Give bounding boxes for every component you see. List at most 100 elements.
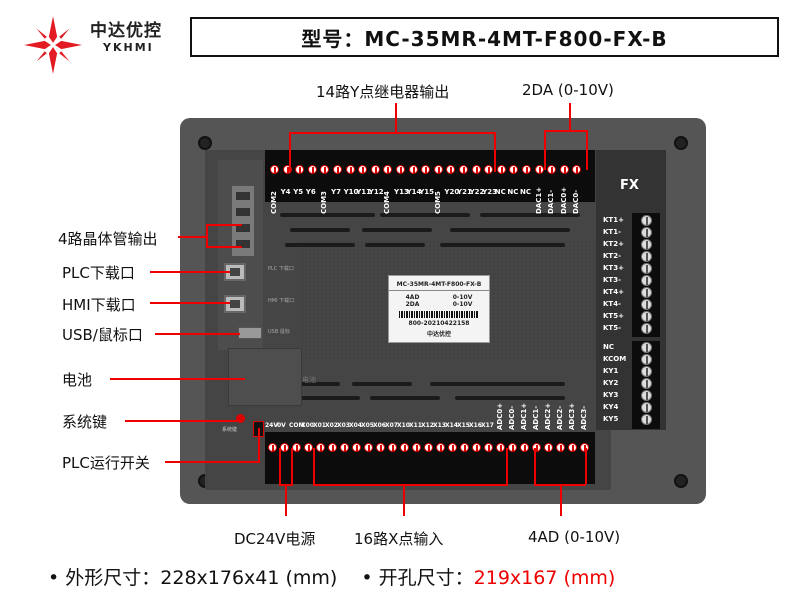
bottom-terminal-label: ADC0+ bbox=[496, 402, 504, 430]
top-terminal-label: Y6 bbox=[305, 188, 316, 196]
terminal-screw bbox=[408, 165, 418, 174]
card-spec-key: 4AD bbox=[405, 294, 420, 301]
callout-line bbox=[165, 461, 260, 463]
terminal-screw bbox=[370, 165, 380, 174]
outer-size-label: 外形尺寸： bbox=[65, 567, 161, 589]
right-terminal-label: NC bbox=[603, 343, 614, 351]
callout-line bbox=[125, 420, 240, 422]
right-terminal-label: KT1+ bbox=[603, 216, 624, 224]
vent-slot bbox=[480, 213, 580, 217]
top-terminal-label: Y14 bbox=[406, 188, 422, 196]
terminal-screw bbox=[641, 402, 652, 413]
terminal-screw bbox=[484, 165, 494, 174]
right-terminal-label: KT4+ bbox=[603, 288, 624, 296]
card-spec-value: 0-10V bbox=[452, 301, 473, 308]
usb-mouse-port[interactable] bbox=[238, 327, 262, 339]
top-terminal-label: DAC1+ bbox=[534, 186, 543, 214]
terminal-screw bbox=[328, 443, 337, 452]
top-terminal-label: COM5 bbox=[433, 191, 442, 214]
vent-slot bbox=[440, 243, 565, 247]
callout-line bbox=[569, 103, 571, 131]
terminal-screw bbox=[641, 299, 652, 310]
right-terminal-label: KT3- bbox=[603, 276, 621, 284]
top-terminal-label: Y12 bbox=[368, 188, 384, 196]
terminal-screw bbox=[641, 342, 652, 353]
right-terminal-label: KT4- bbox=[603, 300, 621, 308]
vent-slot bbox=[430, 382, 565, 386]
terminal-screw bbox=[641, 275, 652, 286]
system-key[interactable] bbox=[236, 414, 245, 423]
callout-line bbox=[395, 103, 397, 133]
top-terminal-label: Y15 bbox=[419, 188, 434, 196]
bottom-terminal-label: X07 bbox=[385, 422, 398, 429]
terminal-screw bbox=[268, 443, 277, 452]
top-terminal-label: Y11 bbox=[356, 188, 371, 196]
terminal-screw bbox=[641, 378, 652, 389]
vent-slot bbox=[450, 228, 570, 232]
terminal-screw bbox=[424, 443, 433, 452]
right-terminal-label: KT5- bbox=[603, 324, 621, 332]
callout-plc-port: PLC下载口 bbox=[62, 264, 135, 282]
terminal-screw bbox=[641, 239, 652, 250]
terminal-screw bbox=[358, 165, 368, 174]
card-maker: 中达优控 bbox=[426, 331, 451, 338]
callout-line bbox=[534, 448, 536, 484]
right-terminal-label: KT5+ bbox=[603, 312, 624, 320]
bottom-terminal-label: X17 bbox=[481, 422, 494, 429]
dimension-specs: • 外形尺寸：228x176x41 (mm) • 开孔尺寸：219x167 (m… bbox=[48, 563, 615, 590]
callout-battery: 电池 bbox=[62, 371, 93, 389]
vent-slot bbox=[280, 213, 375, 217]
top-terminal-label: DAC0+ bbox=[559, 186, 568, 214]
bottom-terminal-block bbox=[265, 432, 595, 484]
terminal-screw bbox=[280, 443, 289, 452]
bottom-terminal-label: X04 bbox=[349, 422, 362, 429]
vent-slot bbox=[280, 396, 360, 400]
callout-line bbox=[289, 132, 495, 134]
top-terminal-label: COM4 bbox=[383, 191, 392, 214]
callout-line bbox=[279, 448, 281, 484]
terminal-screw bbox=[641, 227, 652, 238]
vent-slot bbox=[290, 228, 350, 232]
callout-line bbox=[155, 333, 240, 335]
callout-line bbox=[585, 448, 587, 484]
terminal-screw bbox=[364, 443, 373, 452]
top-terminal-label: Y21 bbox=[457, 188, 472, 196]
terminal-screw bbox=[388, 443, 397, 452]
cutout-size-value: 219x167 (mm) bbox=[473, 567, 616, 589]
terminal-screw bbox=[641, 215, 652, 226]
terminal-screw bbox=[496, 165, 506, 174]
vent-slot bbox=[380, 213, 470, 217]
terminal-screw bbox=[396, 165, 405, 174]
bottom-terminal-label: X11 bbox=[409, 422, 422, 429]
callout-line bbox=[279, 484, 293, 486]
hmi-download-port[interactable] bbox=[224, 295, 246, 313]
callout-line bbox=[150, 271, 230, 273]
terminal-screw bbox=[304, 443, 313, 452]
top-terminal-label: NC bbox=[520, 188, 531, 196]
card-spec-value: 0-10V bbox=[452, 294, 473, 301]
screw-icon bbox=[198, 136, 212, 150]
right-terminal-label: KY3 bbox=[603, 391, 619, 399]
callout-hmi-port: HMI下载口 bbox=[62, 296, 136, 314]
callout-line bbox=[206, 224, 208, 248]
battery-cover[interactable] bbox=[228, 348, 302, 406]
callout-line bbox=[291, 448, 293, 486]
terminal-screw bbox=[532, 443, 541, 452]
terminal-screw bbox=[436, 443, 445, 452]
callout-transistor-output: 4路晶体管输出 bbox=[58, 230, 158, 248]
callout-line bbox=[494, 132, 496, 172]
terminal-screw bbox=[459, 165, 468, 174]
outer-size-value: 228x176x41 (mm) bbox=[160, 567, 338, 589]
terminal-screw bbox=[320, 165, 330, 174]
screw-icon bbox=[674, 474, 688, 488]
callout-line bbox=[150, 302, 230, 304]
terminal-screw bbox=[641, 263, 652, 274]
callout-line bbox=[285, 486, 287, 516]
terminal-screw bbox=[307, 165, 317, 174]
hmi-port-small-label: HMI 下载口 bbox=[268, 298, 295, 304]
top-terminal-label: Y10 bbox=[343, 188, 359, 196]
top-terminal-label: COM2 bbox=[270, 191, 278, 214]
callout-line bbox=[506, 448, 508, 484]
callout-power: DC24V电源 bbox=[234, 530, 316, 548]
terminal-screw bbox=[641, 311, 652, 322]
